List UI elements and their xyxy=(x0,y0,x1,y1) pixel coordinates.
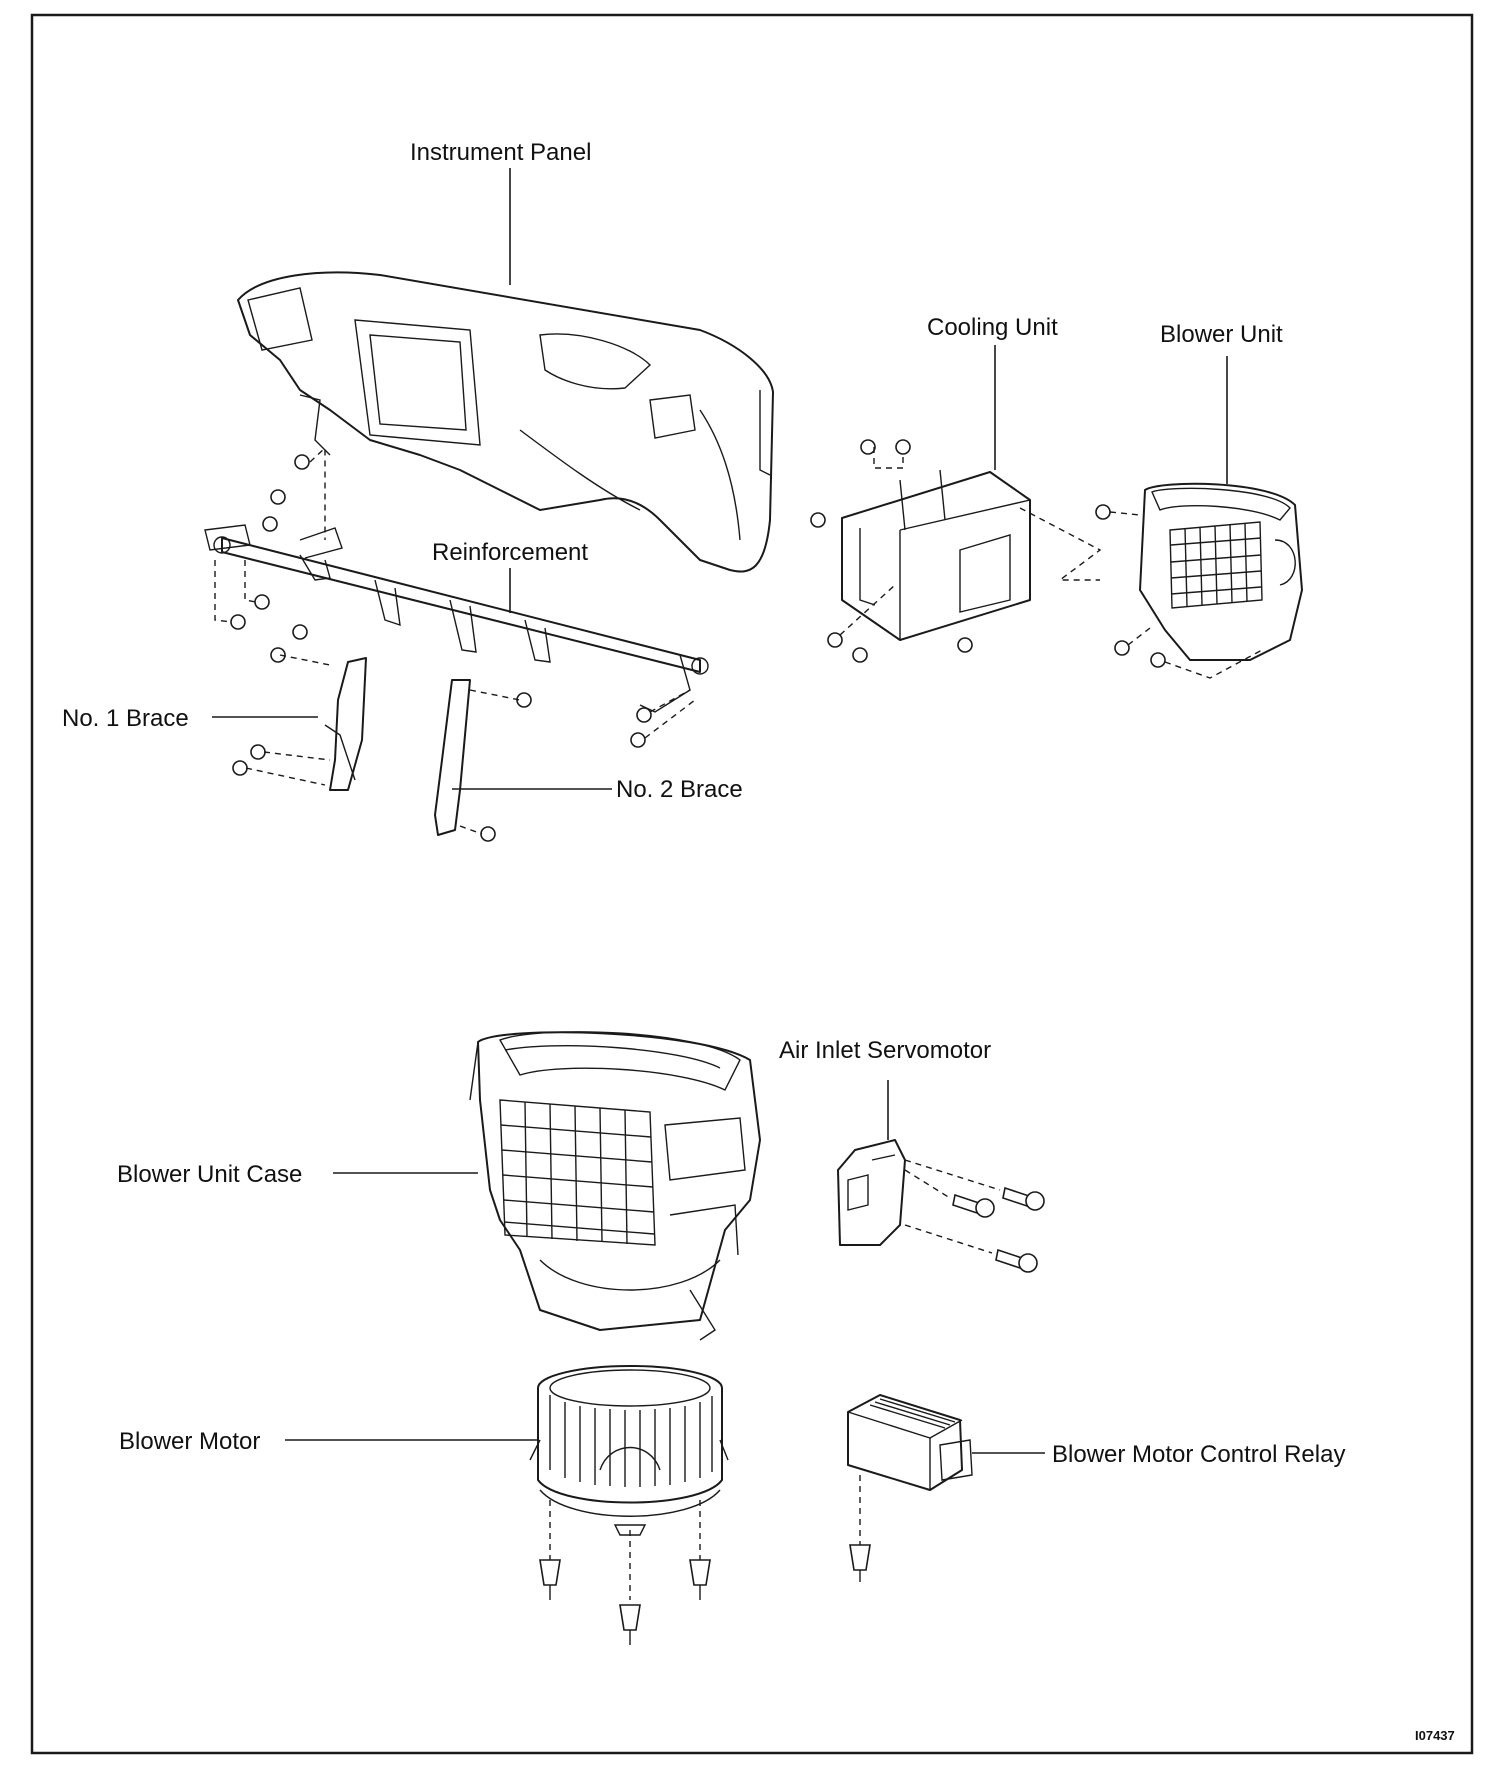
label-reinforcement: Reinforcement xyxy=(432,539,588,566)
air-inlet-servomotor-part xyxy=(837,1139,1045,1273)
no2-brace-part xyxy=(434,679,521,842)
label-air-inlet-servomotor: Air Inlet Servomotor xyxy=(779,1037,991,1064)
label-blower-unit-case: Blower Unit Case xyxy=(117,1161,302,1188)
label-blower-motor: Blower Motor xyxy=(119,1428,260,1455)
label-instrument-panel: Instrument Panel xyxy=(410,139,591,166)
blower-motor-part xyxy=(529,1365,729,1645)
diagram-border xyxy=(30,13,1474,1755)
label-no2-brace: No. 2 Brace xyxy=(616,776,743,803)
figure-reference-number: I07437 xyxy=(1415,1728,1455,1743)
label-blower-unit: Blower Unit xyxy=(1160,321,1283,348)
no1-brace-part xyxy=(232,657,367,791)
label-blower-motor-control-relay: Blower Motor Control Relay xyxy=(1052,1441,1345,1468)
reinforcement-bolts xyxy=(214,446,696,748)
label-no1-brace: No. 1 Brace xyxy=(62,705,189,732)
blower-motor-control-relay-part xyxy=(847,1394,973,1582)
reinforcement-part xyxy=(204,524,709,713)
blower-unit-part xyxy=(1095,482,1303,679)
blower-unit-case-part xyxy=(469,1031,761,1341)
label-cooling-unit: Cooling Unit xyxy=(927,314,1058,341)
instrument-panel-part xyxy=(237,271,774,573)
cooling-unit-part xyxy=(810,439,1102,663)
